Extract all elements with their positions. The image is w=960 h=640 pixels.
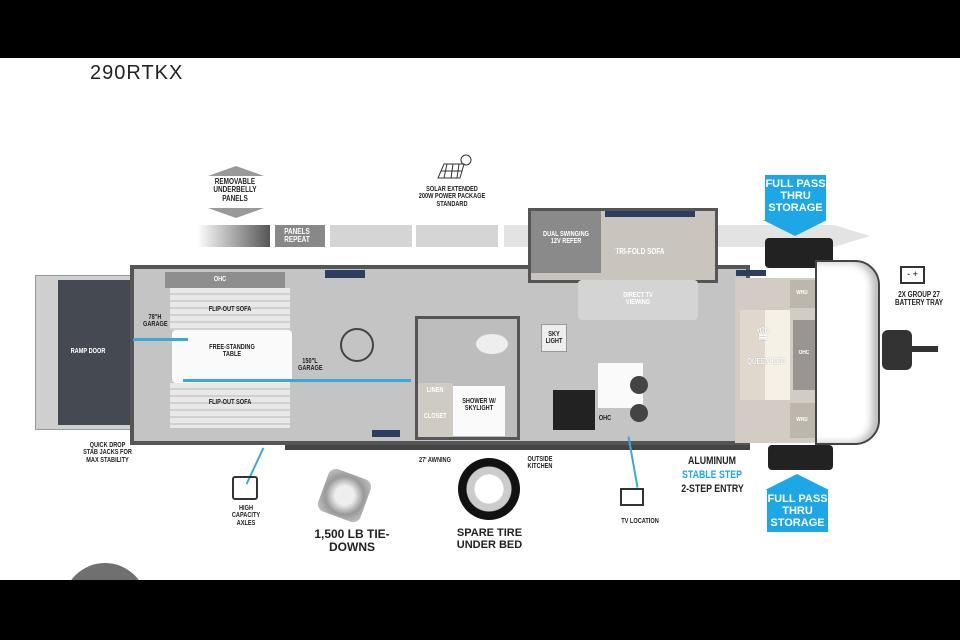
closet: CLOSET — [418, 399, 453, 437]
shower: SHOWER W/ SKYLIGHT — [453, 386, 505, 436]
window — [372, 430, 400, 437]
battery-label: 2X GROUP 27 BATTERY TRAY — [894, 290, 943, 308]
linen: LINEN — [418, 383, 453, 399]
storage-box-bottom — [768, 445, 833, 470]
sofa-label: TRI-FOLD SOFA — [615, 247, 665, 256]
tv-viewing: DIRECT TV VIEWING — [578, 280, 698, 320]
awning — [285, 445, 750, 450]
arrow-up-icon — [765, 474, 829, 490]
step-label-1: ALUMINUM — [688, 455, 736, 467]
awning-label: 27' AWNING — [419, 457, 451, 464]
battery-icon: - + — [900, 266, 925, 284]
flip-out-sofa-top: FLIP-OUT SOFA — [170, 288, 290, 330]
model-title: 290RTKX — [90, 62, 184, 84]
floorplan-canvas: 290RTKX REMOVABLE UNDERBELLY PANELS PANE… — [0, 58, 960, 580]
arrow-down-icon — [763, 220, 827, 236]
tv-location-label: TV LOCATION — [621, 518, 659, 525]
storage-label-top: FULL PASS THRU STORAGE — [765, 175, 826, 220]
window — [605, 211, 695, 217]
queen-bed: QUEEN BED — [740, 310, 790, 400]
spare-tire-label: SPARE TIRE UNDER BED — [456, 527, 523, 551]
stool — [630, 404, 648, 422]
underbelly-label: REMOVABLE UNDERBELLY PANELS — [213, 177, 257, 203]
hitch-tongue — [912, 346, 938, 352]
ohc-rear: OHC — [165, 272, 285, 288]
overlay-circle-button[interactable] — [63, 563, 147, 580]
step-label-2: STABLE STEP — [682, 469, 742, 481]
panel-strip-dark — [197, 225, 270, 247]
stab-jacks-label: QUICK DROP STAB JACKS FOR MAX STABILITY — [83, 442, 132, 464]
panel-arrow-tip — [834, 225, 870, 247]
scale-icon — [232, 476, 258, 500]
outside-kitchen-label: OUTSIDE KITCHEN — [527, 456, 553, 471]
refer: DUAL SWINGING 12V REFER — [531, 211, 601, 273]
front-cap — [815, 260, 880, 445]
step-label-3: 2-STEP ENTRY — [681, 483, 744, 495]
carpet-free-badge — [340, 328, 374, 362]
window — [325, 270, 365, 278]
tv-icon — [620, 488, 644, 506]
solar-panel-icon — [437, 154, 472, 179]
garage-height-arrow — [133, 338, 188, 341]
ohc-kitchen-label: OHC — [598, 415, 612, 422]
tie-downs-label: 1,500 LB TIE-DOWNS — [314, 527, 390, 554]
stool — [630, 376, 648, 394]
wardrobe-top: WRD — [790, 280, 815, 308]
garage-height-label: 78"H GARAGE — [143, 314, 168, 329]
spare-tire-icon — [458, 458, 520, 520]
panels-repeat-box: PANELS REPEAT — [275, 225, 325, 247]
ohc-bed: OHC — [793, 320, 815, 390]
stove — [553, 390, 595, 430]
skylight: SKY LIGHT — [541, 324, 567, 352]
flip-out-sofa-bottom: FLIP-OUT SOFA — [170, 383, 290, 428]
arrow-up-icon — [208, 166, 264, 176]
panel — [330, 225, 412, 247]
window — [736, 270, 766, 276]
garage-length-label: 150"L GARAGE — [298, 358, 323, 373]
axles-label: HIGH CAPACITY AXLES — [231, 505, 261, 527]
hitch — [882, 330, 912, 370]
crown-icon: ♛ — [755, 324, 772, 344]
tie-down-icon — [315, 466, 374, 525]
garage-length-arrow — [183, 379, 411, 382]
wardrobe-bottom: WRD — [790, 403, 815, 438]
storage-label-bottom: FULL PASS THRU STORAGE — [767, 490, 828, 532]
solar-label: SOLAR EXTENDED 200W POWER PACKAGE STANDA… — [418, 186, 486, 208]
free-standing-table: FREE-STANDING TABLE — [172, 330, 292, 383]
toilet — [476, 334, 508, 354]
panel — [416, 225, 498, 247]
arrow-down-icon — [208, 208, 264, 218]
